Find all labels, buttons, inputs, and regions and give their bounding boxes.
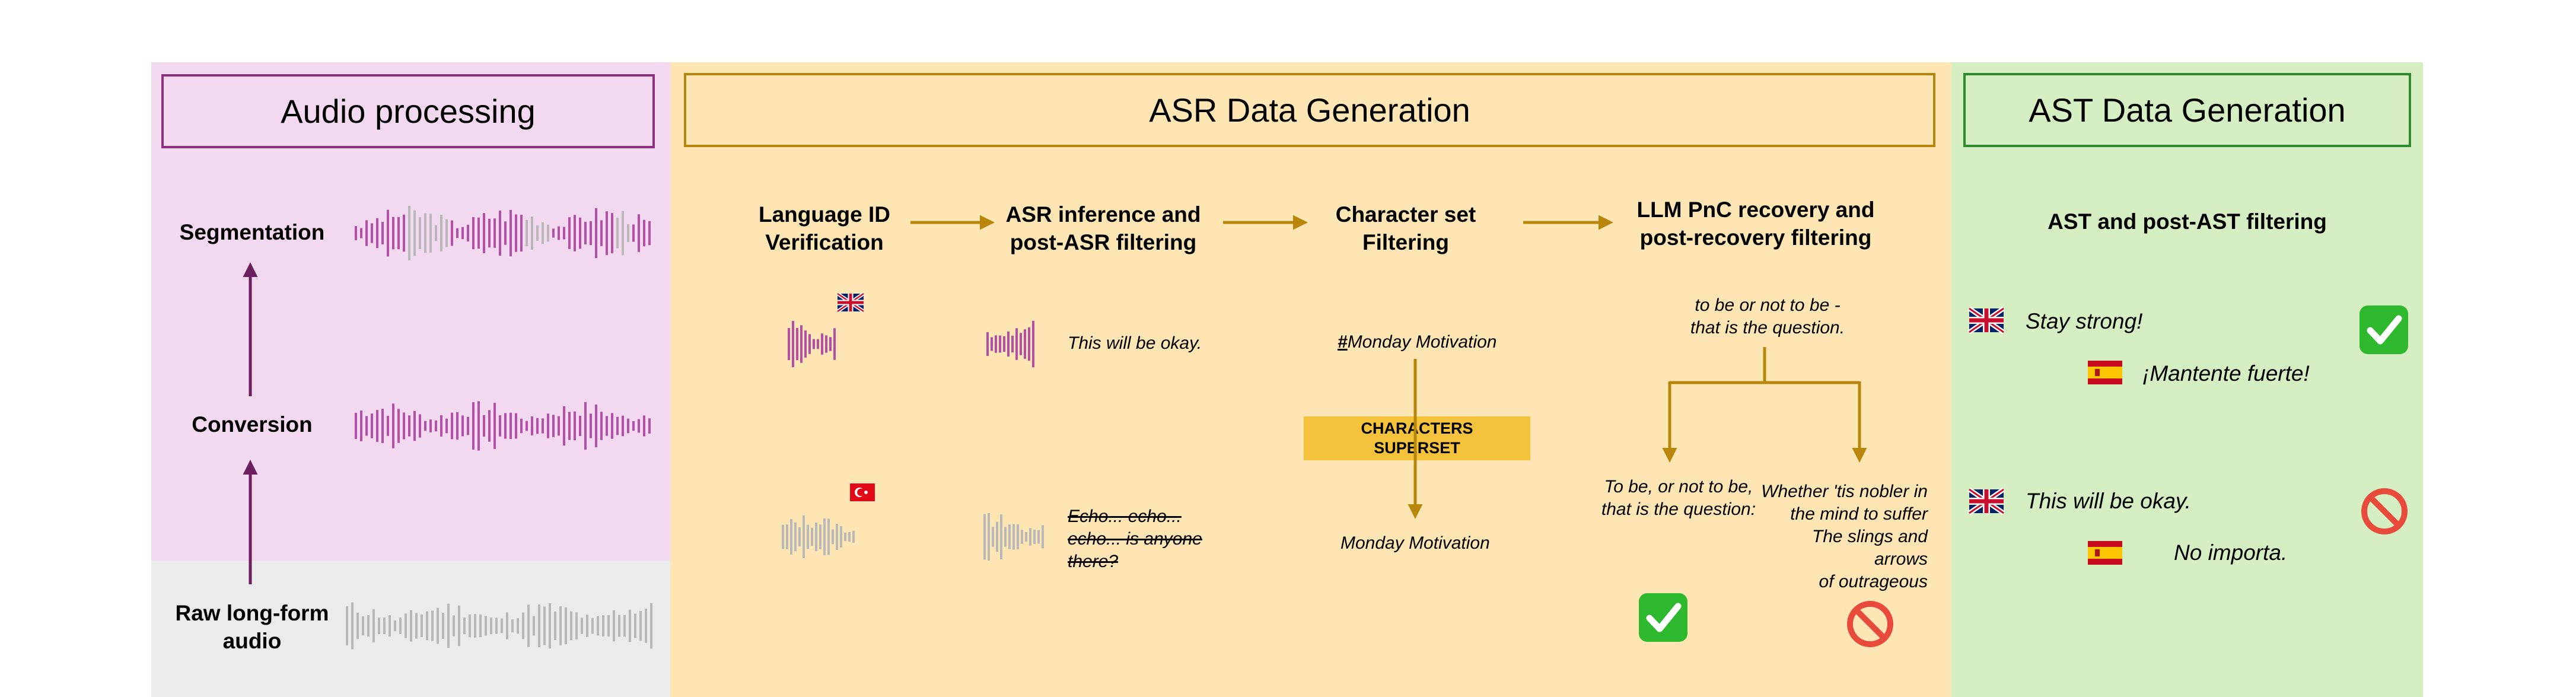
pnc-left-output: To be, or not to be, that is the questio… xyxy=(1590,476,1768,521)
charset-input: #Monday Motivation xyxy=(1338,331,1496,354)
step-asr-inference-line2: post-ASR filtering xyxy=(1010,230,1197,254)
asr-generation-panel xyxy=(670,62,1951,697)
step-llm-pnc-line2: post-recovery filtering xyxy=(1639,225,1872,250)
raw-audio-label: Raw long-form audio xyxy=(160,599,344,655)
step-llm-pnc: LLM PnC recovery and post-recovery filte… xyxy=(1601,196,1910,252)
pnc-input-text: to be or not to be - that is the questio… xyxy=(1679,294,1857,339)
pnc-right-output: Whether 'tis nobler in the mind to suffe… xyxy=(1756,480,1928,593)
ast-pair2-target: No importa. xyxy=(2174,540,2288,565)
asr-bad-line3: there? xyxy=(1068,552,1119,571)
waveform-icon xyxy=(355,206,651,260)
prohibited-icon xyxy=(1847,601,1893,647)
raw-audio-label-line1: Raw long-form xyxy=(175,601,329,625)
asr-good-transcript: This will be okay. xyxy=(1068,333,1202,353)
pnc-input-line2: that is the question. xyxy=(1690,318,1845,338)
step-character-set-line2: Filtering xyxy=(1362,230,1449,254)
waveform-icon xyxy=(788,321,836,367)
superset-box-line1: CHARACTERS xyxy=(1361,419,1473,437)
segmentation-label: Segmentation xyxy=(179,220,325,244)
pnc-left-line1: To be, or not to be, xyxy=(1604,477,1753,497)
waveform-icon xyxy=(346,602,652,650)
superset-box-line2: SUPERSET xyxy=(1374,439,1460,457)
ast-pair1-source: Stay strong! xyxy=(2026,309,2143,333)
ast-pair1-target: ¡Mantente fuerte! xyxy=(2142,361,2310,386)
audio-processing-title: Audio processing xyxy=(161,74,655,148)
uk-flag-icon xyxy=(836,292,865,313)
step-character-set: Character set Filtering xyxy=(1305,200,1507,256)
pnc-right-line3: The slings and arrows xyxy=(1811,527,1928,569)
asr-bad-line2: echo... is anyone xyxy=(1068,529,1202,549)
pnc-right-line4: of outrageous xyxy=(1819,572,1928,591)
conversion-label: Conversion xyxy=(192,412,313,437)
waveform-icon xyxy=(355,401,651,451)
asr-bad-line1: Echo... echo... xyxy=(1068,507,1182,526)
pnc-right-line1: Whether 'tis nobler in xyxy=(1761,482,1928,501)
charset-input-text: Monday Motivation xyxy=(1347,332,1497,352)
step-language-id-line1: Language ID xyxy=(758,202,891,227)
spain-flag-icon xyxy=(2088,541,2122,565)
pnc-left-line2: that is the question: xyxy=(1601,499,1756,519)
step-asr-inference: ASR inference and post-ASR filtering xyxy=(979,200,1228,256)
spain-flag-icon xyxy=(2088,361,2122,384)
step-language-id: Language ID Verification xyxy=(724,200,925,256)
waveform-icon xyxy=(983,513,1044,561)
turkey-flag-icon xyxy=(850,483,875,501)
step-llm-pnc-line1: LLM PnC recovery and xyxy=(1636,198,1875,222)
characters-superset-box: CHARACTERS SUPERSET xyxy=(1304,416,1530,460)
asr-generation-title: ASR Data Generation xyxy=(684,73,1935,147)
check-icon xyxy=(1639,593,1687,642)
uk-flag-icon xyxy=(1967,306,2005,335)
pnc-right-line2: the mind to suffer xyxy=(1790,504,1928,524)
prohibited-icon xyxy=(2361,488,2408,534)
asr-bad-transcript: Echo... echo... echo... is anyone there? xyxy=(1068,505,1202,573)
ast-generation-panel xyxy=(1951,62,2423,697)
ast-pair2-source: This will be okay. xyxy=(2026,489,2191,513)
ast-subtitle: AST and post-AST filtering xyxy=(2048,209,2327,234)
ast-generation-title: AST Data Generation xyxy=(1963,73,2411,147)
step-language-id-line2: Verification xyxy=(765,230,884,254)
charset-output: Monday Motivation xyxy=(1340,533,1490,553)
branch-connector xyxy=(1670,347,1859,384)
step-asr-inference-line1: ASR inference and xyxy=(1005,202,1201,227)
waveform-icon xyxy=(782,515,855,559)
hash-character: # xyxy=(1338,332,1348,352)
waveform-icon xyxy=(986,320,1034,368)
check-icon xyxy=(2360,305,2408,354)
step-character-set-line1: Character set xyxy=(1335,202,1476,227)
raw-audio-label-line2: audio xyxy=(222,629,282,653)
uk-flag-icon xyxy=(1967,487,2005,515)
pnc-input-line1: to be or not to be - xyxy=(1695,295,1841,315)
